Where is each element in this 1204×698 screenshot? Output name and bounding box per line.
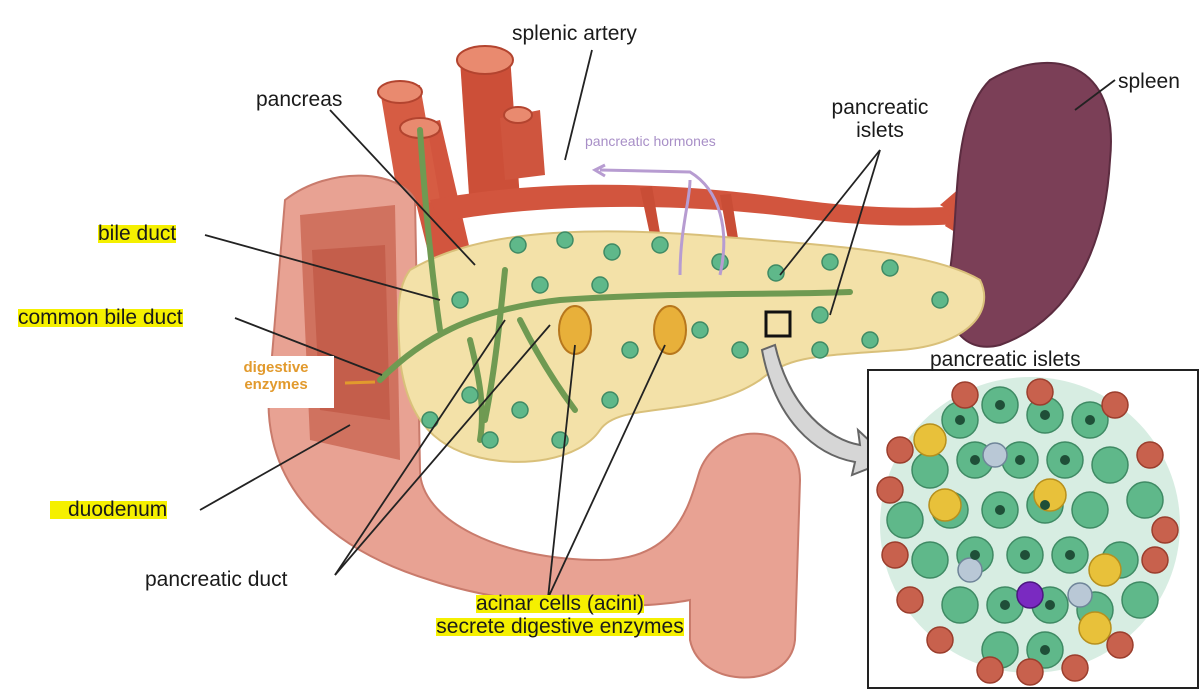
inset-islets bbox=[867, 369, 1199, 689]
label-pancreatic-islets-inset: pancreatic islets bbox=[930, 348, 1081, 371]
enzyme-arrow bbox=[344, 380, 376, 385]
label-bile-duct: bile duct bbox=[98, 222, 177, 246]
label-digestive-enzymes-line1: digestive bbox=[243, 359, 309, 376]
islets-illustration bbox=[421, 231, 949, 449]
label-splenic-artery: splenic artery bbox=[512, 22, 637, 45]
splenic-artery-illustration bbox=[377, 45, 1000, 260]
label-pancreatic-hormones: pancreatic hormones bbox=[585, 133, 716, 149]
label-duodenum: duodenum bbox=[50, 498, 168, 522]
label-pancreas: pancreas bbox=[256, 88, 343, 111]
hormone-arrows bbox=[591, 163, 726, 276]
digestive-enzymes-box bbox=[218, 356, 334, 408]
label-spleen: spleen bbox=[1118, 70, 1180, 93]
label-digestive-enzymes: digestive enzymes bbox=[220, 359, 332, 393]
label-pancreatic-islets-line2: islets bbox=[856, 119, 904, 143]
spleen-illustration bbox=[946, 61, 1112, 348]
pancreatic-duct-illustration bbox=[377, 127, 853, 443]
label-pancreatic-islets-line1: pancreatic bbox=[831, 96, 929, 119]
label-pancreatic-islets-top: pancreatic islets bbox=[815, 96, 945, 142]
label-pancreatic-duct: pancreatic duct bbox=[145, 568, 288, 591]
label-acinar-cells-line1: acinar cells (acini) bbox=[475, 592, 645, 616]
label-digestive-enzymes-line2: enzymes bbox=[244, 375, 308, 393]
islet-marker bbox=[764, 310, 792, 338]
acini-illustration bbox=[558, 305, 687, 355]
label-common-bile-duct: common bile duct bbox=[18, 306, 183, 330]
label-acinar-cells: acinar cells (acini) secrete digestive e… bbox=[360, 592, 760, 639]
label-acinar-cells-line2: secrete digestive enzymes bbox=[436, 615, 684, 639]
leader-lines bbox=[199, 49, 1116, 599]
